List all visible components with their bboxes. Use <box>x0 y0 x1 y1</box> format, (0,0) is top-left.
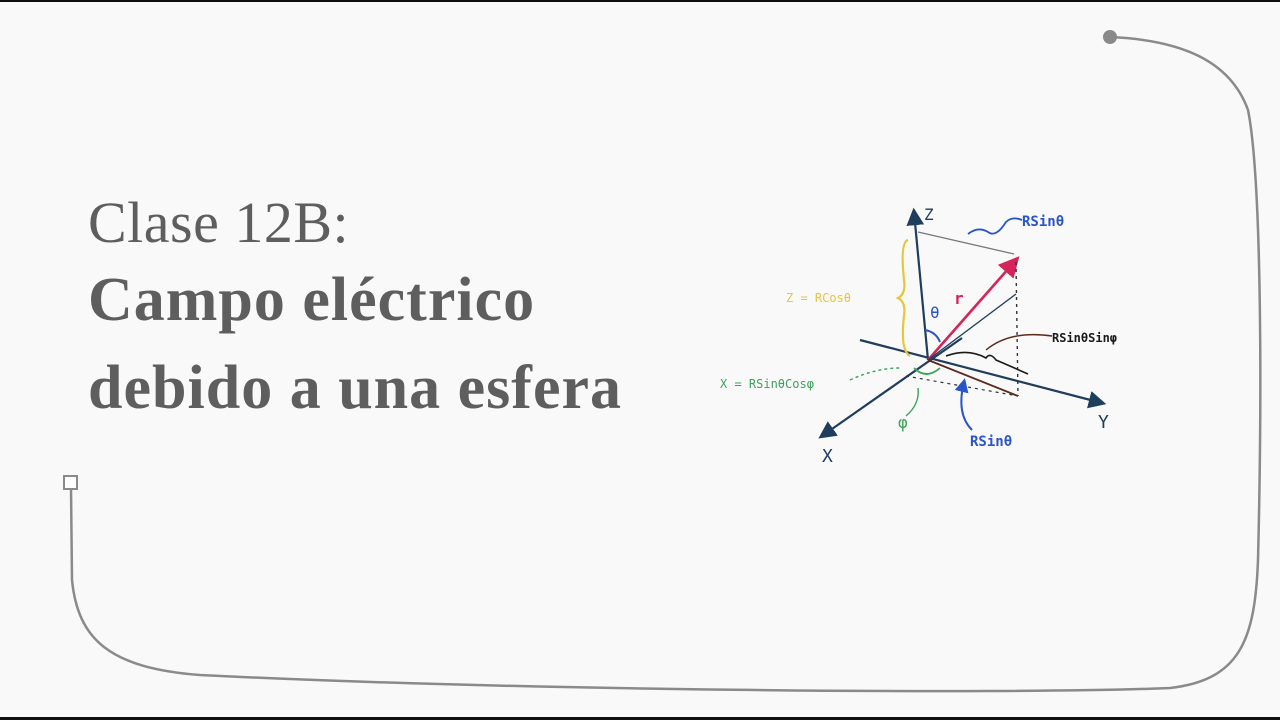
axis-z-label: Z <box>924 205 934 224</box>
vertical-dashed <box>1015 261 1019 397</box>
top-border <box>0 0 1280 2</box>
projection-line <box>927 293 1017 361</box>
slide-title-line-1: Campo eléctrico <box>88 266 536 334</box>
z-brace <box>895 238 911 357</box>
rsin-top-squiggle <box>967 217 1023 235</box>
title-block: Clase 12B: Campo eléctrico debido a una … <box>88 190 622 432</box>
xy-projection <box>927 359 1019 397</box>
z-axis <box>906 207 930 361</box>
phi-pointer <box>905 387 919 417</box>
rsinsin-pointer <box>985 333 1053 351</box>
curve-start-dot <box>1103 30 1117 44</box>
slide-subtitle: Clase 12B: <box>88 190 350 255</box>
axis-y-label: Y <box>1098 412 1109 433</box>
bottom-border <box>0 717 1280 720</box>
rsinsin-label: RSinθSinφ <box>1052 331 1117 345</box>
axis-x-label: X <box>822 446 833 467</box>
spherical-coordinates-diagram: Z Y X RSinθ Z = RCosθ θ r RSinθSinφ X = … <box>720 205 1117 467</box>
theta-arc <box>924 329 941 343</box>
rsinsin-brace <box>945 351 1029 375</box>
x-axis <box>818 337 963 439</box>
slide-title-line-2: debido a una esfera <box>88 354 622 422</box>
r-label: r <box>954 289 964 308</box>
rsin-top-label: RSinθ <box>1022 214 1064 230</box>
x-eq-pointer <box>849 367 901 381</box>
r-vector <box>927 256 1020 361</box>
phi-label: φ <box>898 413 908 432</box>
y-axis <box>859 338 1107 409</box>
z-eq-label: Z = RCosθ <box>786 291 851 305</box>
top-connector <box>917 231 1015 255</box>
rsin-bottom-label: RSinθ <box>970 434 1012 450</box>
rsin-bottom-arrow <box>954 378 973 431</box>
curve-end-square <box>63 475 78 490</box>
x-eq-label: X = RSinθCosφ <box>720 377 814 391</box>
border-curve-line <box>69 35 1262 693</box>
theta-label: θ <box>930 303 940 322</box>
phi-arc <box>913 367 941 375</box>
